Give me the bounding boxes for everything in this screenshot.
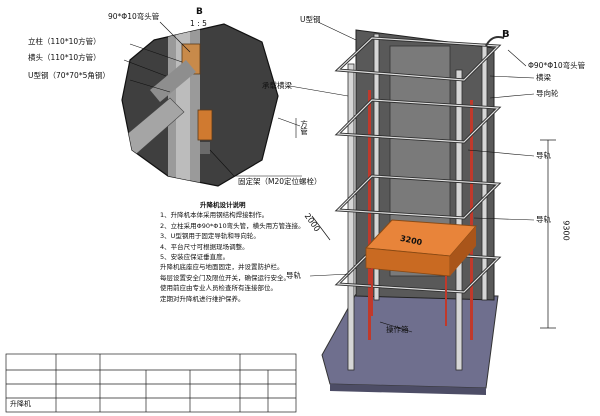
main-callout-left-2: 导轨 <box>286 271 301 280</box>
detail-b-scale: 1 : 5 <box>190 19 207 28</box>
detail-b-label: B <box>196 7 203 17</box>
main-callout-right-0: Φ90*Φ10弯头管 <box>528 61 586 70</box>
detail-callout-u-steel: U型钢（70*70*5角钢） <box>28 71 110 80</box>
design-note-line: 定期对升降机进行维护保养。 <box>160 294 245 303</box>
main-callout-left-1: 承载横梁 <box>262 81 292 90</box>
design-note-line: 升降机底座应与地面固定，并设置防护栏。 <box>160 263 284 272</box>
guide-rail-right <box>470 100 473 340</box>
title-block <box>5 353 297 413</box>
detail-bracket <box>197 109 213 141</box>
detail-callout-fixing-frame: 固定架（M20定位螺栓） <box>238 177 322 186</box>
design-note-line: 4、平台尺寸可根据现场调整。 <box>160 242 249 251</box>
design-note-line: 使用前应由专业人员检查所有连接部位。 <box>160 284 277 293</box>
column-front-left <box>347 63 355 371</box>
design-note-line: 2、立柱采用Φ90*Φ10弯头管，横头用方管连接。 <box>160 221 305 230</box>
detail-callout-column: 立柱（110*10方管） <box>28 37 101 46</box>
main-callout-right-1: 横梁 <box>536 73 551 82</box>
dim-line-floor <box>311 215 331 241</box>
column-back-left <box>373 33 380 301</box>
column-front-right <box>455 69 463 371</box>
design-note-line: 1、升降机本体采用钢结构焊接制作。 <box>160 211 269 220</box>
guide-rail-left <box>368 90 371 340</box>
main-detail-marker: B <box>502 29 510 40</box>
detail-b-view <box>121 21 302 187</box>
main-callout-right-4: 导轨 <box>536 215 551 224</box>
titleblock-cell: 升降机 <box>10 400 31 408</box>
detail-callout-bend-pipe: 90*Φ10弯头管 <box>108 12 160 21</box>
elevator-main-view <box>289 21 556 395</box>
main-callout-right-3: 导轨 <box>536 151 551 160</box>
design-notes-title: 升降机设计说明 <box>200 201 246 209</box>
design-note-line: 3、U型钢用于固定导轨和导向轮。 <box>160 232 260 241</box>
design-notes: 升降机设计说明 1、升降机本体采用钢结构焊接制作。 2、立柱采用Φ90*Φ10弯… <box>160 200 350 304</box>
main-callout-left-0: U型钢 <box>300 15 321 24</box>
design-note-line: 每层设置安全门及限位开关，确保运行安全。 <box>160 273 290 282</box>
dim-height-label: 9300 <box>561 220 571 241</box>
main-callout-left-3: 操作箱 <box>386 325 409 334</box>
detail-callout-square-tube: 方管 <box>299 120 309 135</box>
detail-callout-crossbar: 横头（110*10方管） <box>28 53 101 62</box>
main-callout-right-2: 导向轮 <box>536 89 559 98</box>
column-back-right <box>481 43 488 301</box>
design-note-line: 5、安装应保证垂直度。 <box>160 253 230 262</box>
top-bend-pipe <box>485 36 505 47</box>
